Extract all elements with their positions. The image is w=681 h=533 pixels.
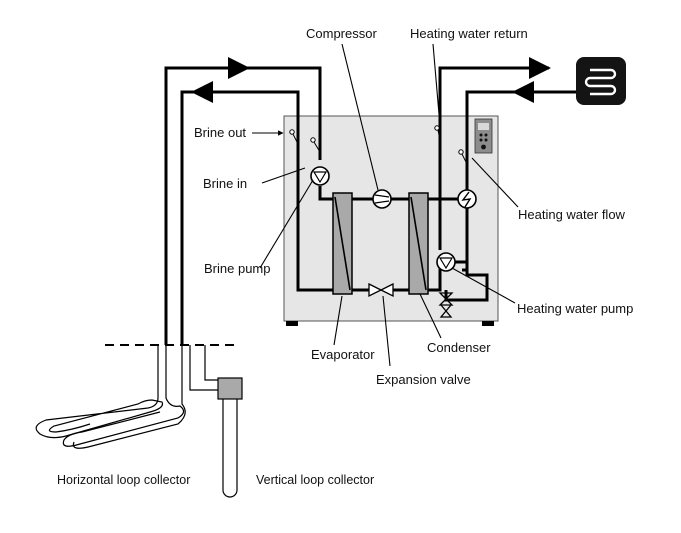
- label-brine-out: Brine out: [194, 125, 246, 140]
- horizontal-loop-collector: [35, 345, 186, 449]
- label-horizontal-loop-collector: Horizontal loop collector: [57, 473, 190, 487]
- radiator-icon: [576, 57, 626, 105]
- heating-water-flow-arrow: [512, 81, 534, 103]
- brine-circuit: [164, 57, 333, 345]
- vertical-loop-collector: [189, 345, 243, 498]
- label-heating-water-return: Heating water return: [410, 26, 528, 41]
- label-evaporator: Evaporator: [311, 347, 375, 362]
- electric-heater-icon: [457, 189, 477, 209]
- label-brine-in: Brine in: [203, 176, 247, 191]
- brine-out-arrow: [228, 57, 250, 79]
- heating-water-circuit: [428, 57, 579, 302]
- expansion-valve-icon: [368, 282, 394, 298]
- compressor-icon: [372, 189, 392, 209]
- pump-icon: [310, 166, 330, 186]
- label-expansion-valve: Expansion valve: [376, 372, 471, 387]
- leader-lines: [252, 43, 519, 367]
- label-vertical-loop-collector: Vertical loop collector: [256, 473, 374, 487]
- heat-exchanger-icon: [408, 192, 429, 295]
- heating-water-return-arrow: [529, 57, 551, 79]
- control-panel-icon: [474, 118, 493, 154]
- label-heating-water-flow: Heating water flow: [518, 207, 626, 222]
- cabinet-foot-right: [482, 321, 494, 326]
- label-compressor: Compressor: [306, 26, 377, 41]
- sensor-icon: [289, 125, 468, 165]
- heat-exchanger-icon: [332, 192, 353, 295]
- label-heating-water-pump: Heating water pump: [517, 301, 633, 316]
- cabinet-foot-left: [286, 321, 298, 326]
- label-brine-pump: Brine pump: [204, 261, 270, 276]
- valve-icon: [438, 292, 454, 318]
- pump-icon: [436, 252, 456, 272]
- label-condenser: Condenser: [427, 340, 491, 355]
- refrigerant-circuit: [352, 197, 409, 292]
- brine-in-arrow: [191, 81, 213, 103]
